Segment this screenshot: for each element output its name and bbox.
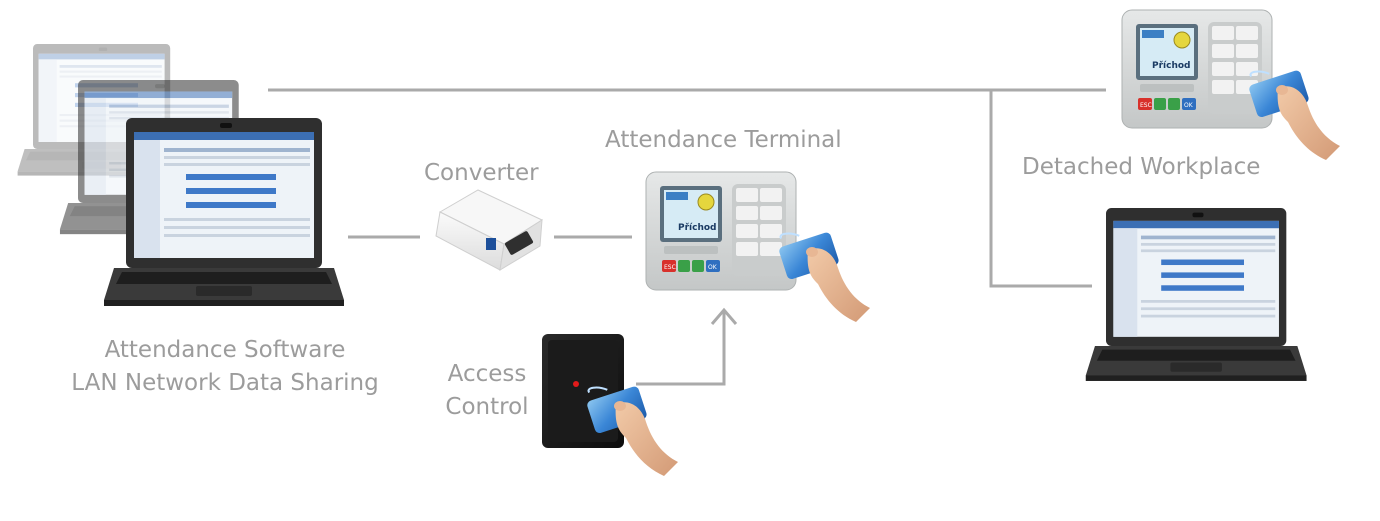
detached-terminal-screen-status: Příchod: [1152, 61, 1191, 71]
terminal-esc-key-label: ESC: [664, 264, 676, 271]
arrow-head: [710, 307, 738, 325]
detached-laptop: [1085, 208, 1307, 381]
access-control-reader: [542, 334, 624, 448]
attendance-terminal-device: Příchod ESC OK: [645, 171, 797, 291]
main-laptop: [104, 118, 344, 306]
detached-terminal-esc-key-label: ESC: [1140, 102, 1152, 109]
access-control-label: Access Control: [432, 358, 542, 424]
connector-lines: [268, 88, 1106, 386]
attendance-software-label: Attendance Software LAN Network Data Sha…: [50, 334, 400, 400]
attendance-terminal-label: Attendance Terminal: [605, 127, 842, 153]
attendance-software-line2: LAN Network Data Sharing: [71, 370, 379, 396]
access-control-to-terminal-line: [636, 312, 726, 386]
access-control-line1: Access: [447, 361, 527, 387]
access-control-line2: Control: [445, 394, 529, 420]
detached-terminal-ok-key-label: OK: [1184, 102, 1194, 109]
branch-to-detached-laptop-line: [989, 90, 1092, 288]
detached-terminal-device: Příchod ESC OK: [1121, 9, 1273, 129]
attendance-software-line1: Attendance Software: [104, 337, 346, 363]
converter-label: Converter: [424, 160, 539, 186]
converter-device: [435, 189, 544, 271]
detached-workplace-label: Detached Workplace: [1022, 154, 1261, 180]
terminal-screen-status: Příchod: [678, 223, 717, 233]
terminal-ok-key-label: OK: [708, 264, 718, 271]
